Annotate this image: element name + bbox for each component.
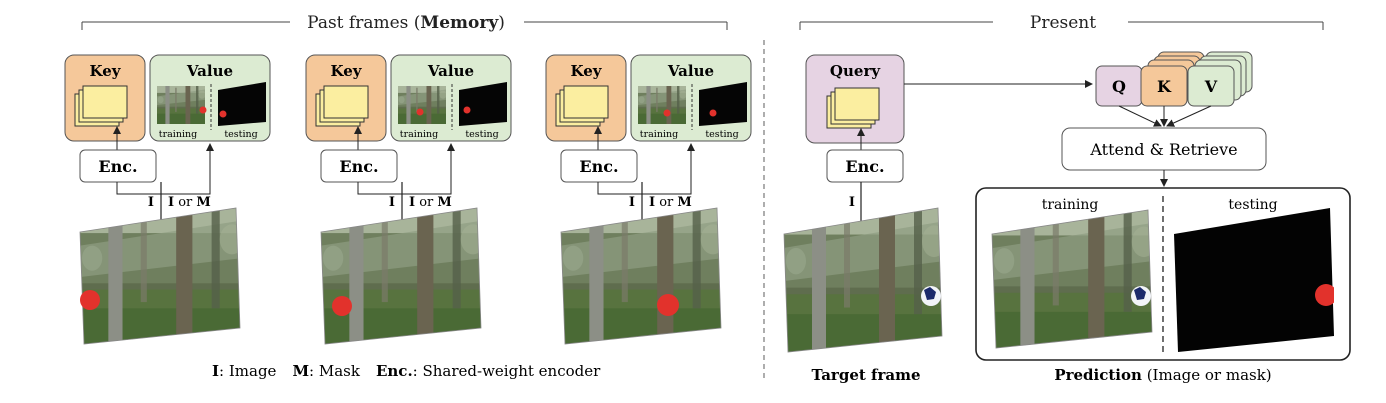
query-input-label: I xyxy=(849,195,855,210)
key-feature-cards xyxy=(555,85,609,127)
attend-retrieve-label: Attend & Retrieve xyxy=(1089,140,1237,159)
value-training-thumb xyxy=(398,86,446,124)
input-image-or-mask-label: I or M xyxy=(649,195,692,210)
memory-block-1: Key Value training testing Enc. I I or M xyxy=(64,54,271,345)
training-label: training xyxy=(159,129,197,140)
key-feature-cards xyxy=(315,85,369,127)
present-header: Present xyxy=(799,13,1324,33)
memory-block-2: Key Value training testing Enc. I I or M xyxy=(305,54,512,345)
encoder-box xyxy=(320,149,398,183)
memory-frame-image xyxy=(79,207,241,345)
q-label: Q xyxy=(1112,77,1126,96)
query-encoder-box xyxy=(826,149,904,183)
value-training-thumb xyxy=(638,86,686,124)
memory-frame-image xyxy=(320,207,482,345)
memory-header: Past frames (Memory) xyxy=(81,13,728,33)
key-feature-cards xyxy=(74,85,128,127)
value-testing-mask xyxy=(459,82,507,126)
value-label: Value xyxy=(186,62,233,80)
prediction-testing-mask xyxy=(1174,208,1346,352)
prediction-testing-label: testing xyxy=(1228,197,1277,213)
red-ball xyxy=(80,290,100,310)
prediction-training-image xyxy=(991,209,1153,349)
prediction-label: Prediction (Image or mask) xyxy=(1054,366,1271,384)
key-label: Key xyxy=(331,62,363,80)
value-label: Value xyxy=(427,62,474,80)
present-header-text: Present xyxy=(1030,13,1096,33)
encoder-box xyxy=(79,149,157,183)
memory-header-text: Past frames (Memory) xyxy=(307,13,505,33)
predicted-ball-mask xyxy=(1315,284,1337,306)
prediction-training-label: training xyxy=(1042,197,1099,213)
key-label: Key xyxy=(571,62,603,80)
testing-label: testing xyxy=(224,129,257,140)
soccer-ball xyxy=(921,286,941,306)
k-label: K xyxy=(1157,77,1172,96)
encoder-label: Enc. xyxy=(98,157,137,176)
v-label: V xyxy=(1204,77,1218,96)
value-training-thumb xyxy=(157,86,207,124)
input-image-label: I xyxy=(389,195,395,210)
training-label: training xyxy=(640,129,678,140)
encoder-label: Enc. xyxy=(579,157,618,176)
encoder-box xyxy=(560,149,638,183)
testing-label: testing xyxy=(465,129,498,140)
target-frame-label: Target frame xyxy=(811,366,920,384)
input-image-label: I xyxy=(148,195,154,210)
input-image-label: I xyxy=(629,195,635,210)
query-encoder-label: Enc. xyxy=(845,157,884,176)
value-testing-mask xyxy=(218,82,266,126)
key-label: Key xyxy=(90,62,122,80)
red-ball xyxy=(332,296,352,316)
testing-label: testing xyxy=(705,129,738,140)
value-label: Value xyxy=(667,62,714,80)
query-label: Query xyxy=(830,62,881,80)
red-ball xyxy=(657,294,679,316)
target-frame-image xyxy=(783,207,943,353)
query-feature-cards xyxy=(826,87,880,129)
encoder-label: Enc. xyxy=(339,157,378,176)
qkv-group: Q K V xyxy=(1095,51,1253,107)
query-block: Query Enc. I xyxy=(805,54,905,234)
memory-block-3: Key Value training testing Enc. I I or M xyxy=(545,54,752,345)
input-image-or-mask-label: I or M xyxy=(409,195,452,210)
training-label: training xyxy=(400,129,438,140)
memory-frame-image xyxy=(560,207,722,345)
soccer-ball xyxy=(1131,286,1151,306)
input-image-or-mask-label: I or M xyxy=(168,195,211,210)
